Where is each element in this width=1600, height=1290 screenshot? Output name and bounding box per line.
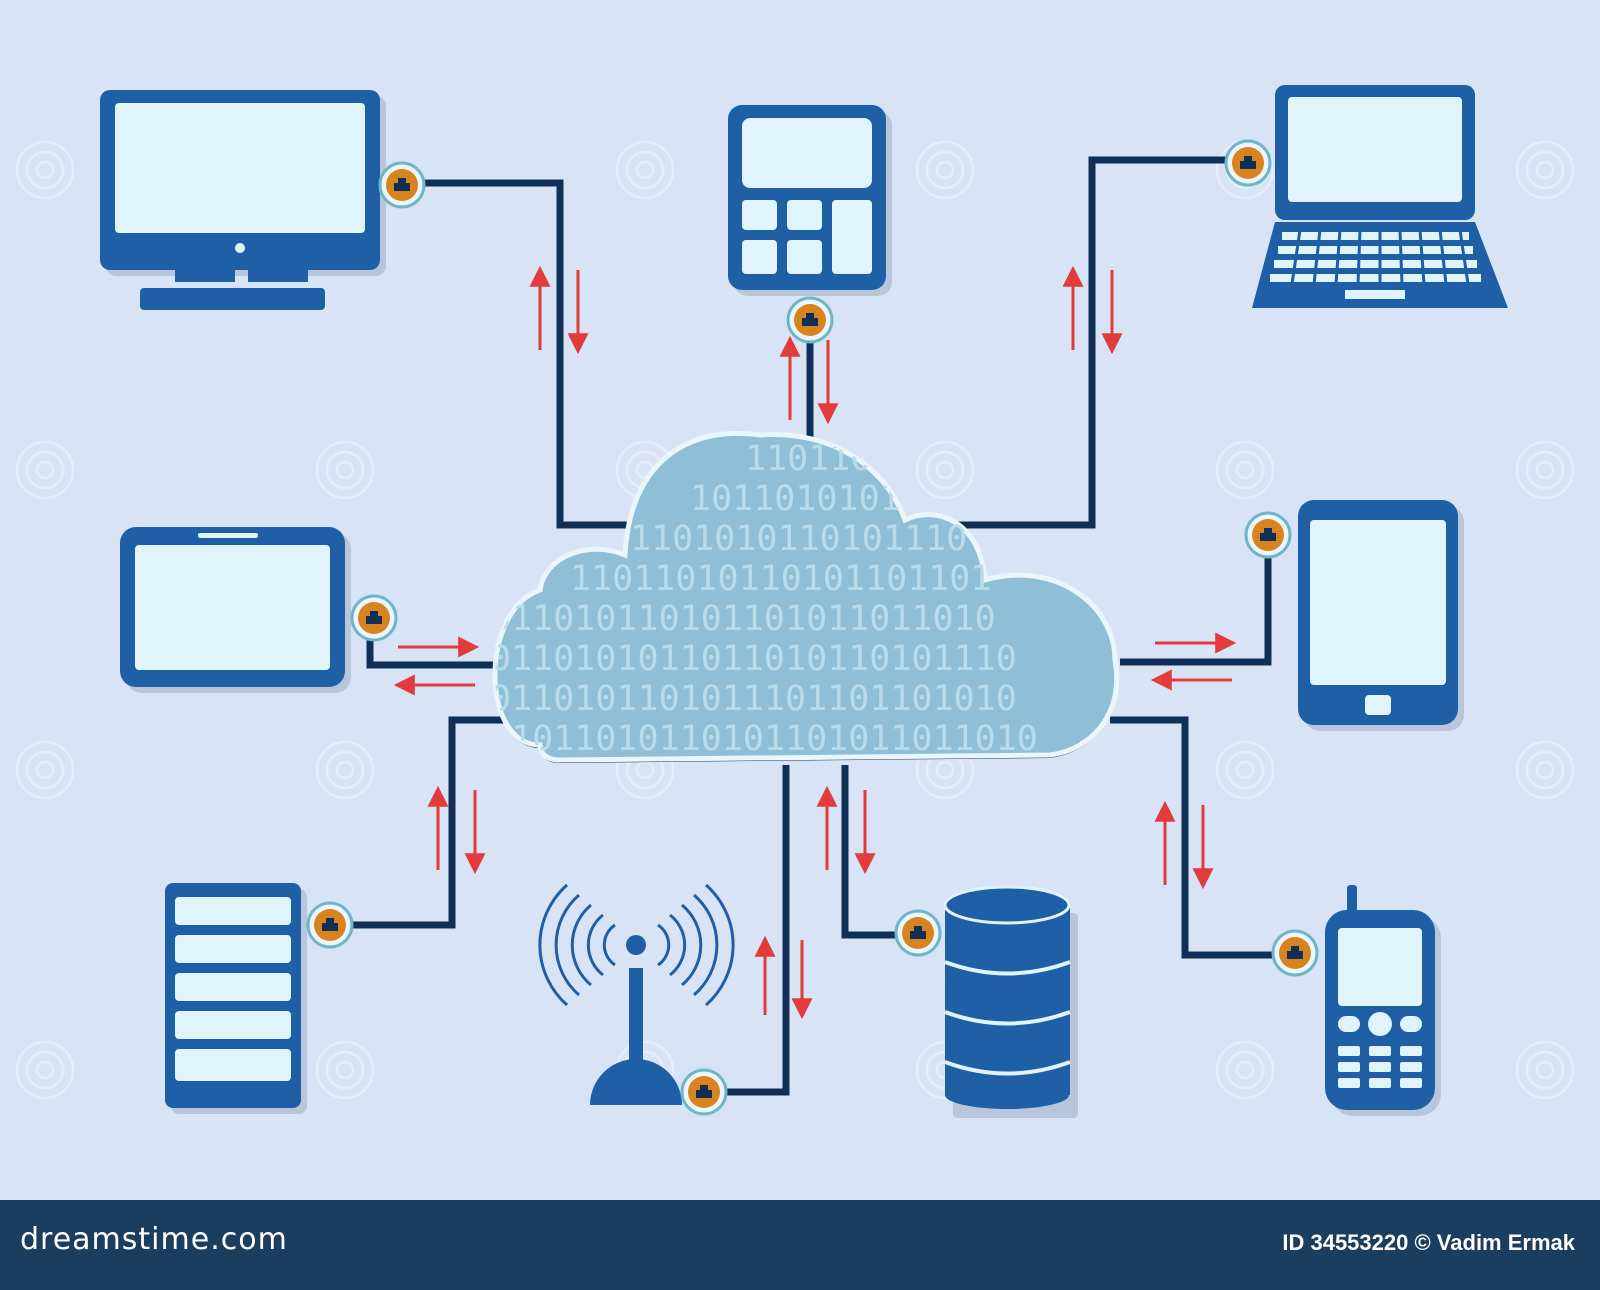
network-port-icon [378,161,426,209]
footer-bar: dreamstime.com ID 34553220 © Vadim Ermak [0,1200,1600,1290]
network-port-icon [680,1068,728,1116]
network-port-icon [350,594,398,642]
line-desktop [412,179,640,529]
calculator-icon [728,105,892,296]
cloud-binary-text: 1101101 101101010110 1101010110101110 11… [490,439,1038,760]
author-credit: © Vadim Ermak [1414,1230,1575,1255]
laptop-icon [1252,85,1508,308]
network-port-icon [1244,511,1292,559]
binary-row: 11011010110101101011011010 [490,719,1038,759]
line-database [841,765,915,939]
footer-logo: dreamstime.com [20,1222,288,1257]
line-laptop [905,156,1230,529]
cloud: 1101101 101101010110 1101010110101110 11… [490,433,1117,763]
tablet-portrait-icon [1298,500,1464,731]
binary-row: 0110101011011010110101110 [490,639,1017,679]
binary-row: 011010110101101011011010 [490,599,996,639]
line-antenna [710,765,790,1096]
footer-credit: ID 34553220 © Vadim Ermak [1282,1230,1575,1256]
line-tablet-portrait [1120,535,1272,666]
server-icon [165,883,307,1114]
connection-lines [345,156,1285,1096]
binary-row: 0110101101011101101101010 [490,679,1017,719]
mobile-phone-icon [1325,885,1441,1116]
network-port-icon [1224,139,1272,187]
data-flow-arrows [393,265,1237,1020]
network-port-icon [894,909,942,957]
network-port-icon [306,901,354,949]
antenna-icon [538,883,735,1105]
network-ports [306,139,1319,1116]
network-port-icon [1271,929,1319,977]
binary-row: 11011010110101101101 [570,559,991,599]
desktop-monitor-icon [100,90,386,310]
network-port-icon [786,296,834,344]
binary-row: 1101010110101110 [630,519,967,559]
image-id: ID 34553220 [1282,1230,1409,1255]
tablet-landscape-icon [120,527,351,693]
line-server [345,716,508,929]
database-icon [943,885,1078,1118]
line-phone [1110,716,1285,959]
